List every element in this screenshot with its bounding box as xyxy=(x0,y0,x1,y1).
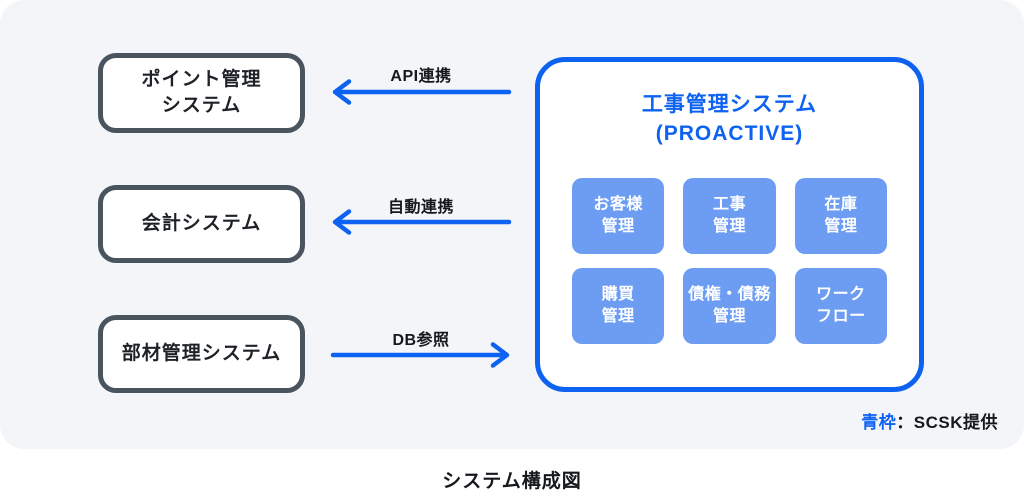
module-label-line: 債権・債務 xyxy=(688,286,771,304)
module-label-line: 在庫 xyxy=(824,196,858,214)
arrow-left-icon xyxy=(332,79,512,105)
module-workflow: ワーク フロー xyxy=(794,268,887,344)
module-label-line: 工事 xyxy=(712,196,746,214)
module-label-line: 管理 xyxy=(712,218,746,235)
system-box-label-line: ポイント管理 xyxy=(141,69,262,91)
connection-label-api: API連携 xyxy=(390,68,452,85)
system-box-label-line: 部材管理システム xyxy=(121,343,282,365)
connection-label-db: DB参照 xyxy=(392,332,450,349)
system-box-point-management: ポイント管理 システム xyxy=(98,53,305,133)
proactive-title-line1: 工事管理システム xyxy=(641,93,818,116)
module-purchasing-management: 購買 管理 xyxy=(572,268,665,344)
module-label-line: 管理 xyxy=(601,308,635,325)
proactive-title: 工事管理システム (PROACTIVE) xyxy=(540,90,919,149)
arrow-right-icon xyxy=(330,342,510,368)
system-box-parts-management: 部材管理システム xyxy=(98,315,305,393)
module-label-line: お客様 xyxy=(593,196,643,214)
module-label-line: 管理 xyxy=(824,218,858,235)
legend-highlight: 青枠 xyxy=(861,413,897,432)
module-label-line: フロー xyxy=(816,308,866,325)
module-label-line: 管理 xyxy=(712,308,746,325)
proactive-title-line2: (PROACTIVE) xyxy=(655,122,804,146)
module-customer-management: お客様 管理 xyxy=(572,178,665,254)
legend-note: 青枠：SCSK提供 xyxy=(861,408,998,433)
proactive-system-box: 工事管理システム (PROACTIVE) お客様 管理 工事 管理 在庫 管理 … xyxy=(535,57,924,392)
module-grid: お客様 管理 工事 管理 在庫 管理 購買 管理 債権・債務 管理 ワーク フロ… xyxy=(572,178,887,344)
diagram-caption: システム構成図 xyxy=(442,471,582,492)
arrow-left-icon xyxy=(332,209,512,235)
module-label-line: 管理 xyxy=(601,218,635,235)
system-box-label-line: 会計システム xyxy=(141,213,262,235)
module-construction-management: 工事 管理 xyxy=(683,178,776,254)
system-box-label-line: システム xyxy=(161,95,242,116)
module-label-line: ワーク xyxy=(816,286,866,304)
connection-label-auto: 自動連携 xyxy=(387,199,454,216)
module-label-line: 購買 xyxy=(601,286,635,304)
system-box-accounting: 会計システム xyxy=(98,185,305,263)
module-inventory-management: 在庫 管理 xyxy=(794,178,887,254)
module-receivables-payables-management: 債権・債務 管理 xyxy=(683,268,776,344)
legend-rest: ：SCSK提供 xyxy=(896,413,998,432)
